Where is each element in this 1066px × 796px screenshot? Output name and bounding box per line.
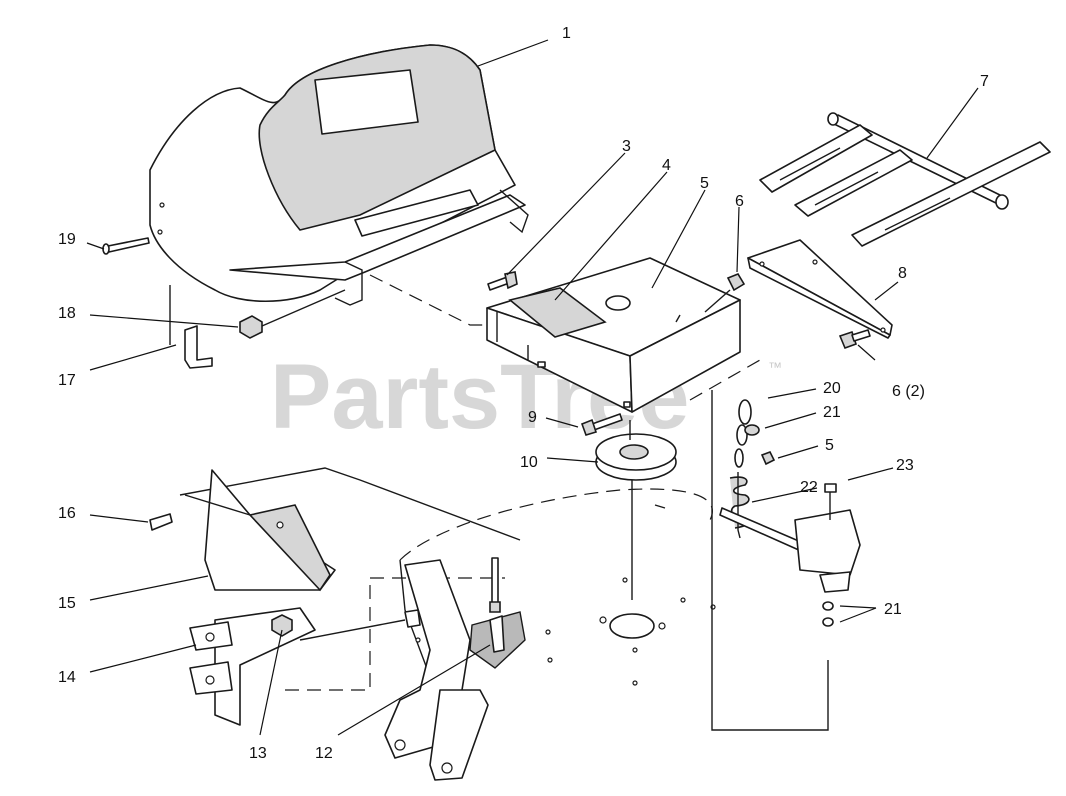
callout-21-lower: 21 [884, 601, 902, 618]
callout-6-pair: 6 (2) [892, 383, 925, 400]
bracket-8 [747, 239, 893, 339]
callout-1: 1 [562, 25, 571, 42]
screw-16 [149, 513, 173, 531]
callout-5-lower: 5 [825, 437, 834, 454]
callout-15: 15 [58, 595, 76, 612]
screw-6-top [704, 273, 746, 313]
callout-6-top: 6 [735, 193, 744, 210]
bolt-12-top [489, 557, 501, 613]
callout-8: 8 [898, 265, 907, 282]
callout-19: 19 [58, 231, 76, 248]
callout-10: 10 [520, 454, 538, 471]
nut-18 [239, 289, 346, 339]
screw-3 [487, 271, 518, 291]
callout-18: 18 [58, 305, 76, 322]
callout-7: 7 [980, 73, 989, 90]
pulley-10 [595, 420, 677, 600]
callout-20: 20 [823, 380, 841, 397]
callout-3: 3 [622, 138, 631, 155]
bolt-9 [580, 413, 623, 436]
callout-23: 23 [896, 457, 914, 474]
callout-17: 17 [58, 372, 76, 389]
callout-13: 13 [249, 745, 267, 762]
callout-9: 9 [528, 409, 537, 426]
bolt-19 [102, 237, 150, 255]
callout-16: 16 [58, 505, 76, 522]
callout-5-top: 5 [700, 175, 709, 192]
callout-22: 22 [800, 479, 818, 496]
nut-13 [271, 614, 293, 637]
screw-6-pair [838, 329, 871, 350]
leader-lines [86, 39, 979, 736]
bracket-12 [384, 559, 526, 781]
callout-labels: 1 3 4 5 6 7 8 6 (2) 9 10 20 21 5 23 22 2… [58, 25, 989, 762]
bracket-14 [189, 607, 421, 726]
callout-12: 12 [315, 745, 333, 762]
bracket-17 [184, 325, 213, 369]
callout-4: 4 [662, 157, 671, 174]
shield-15 [184, 469, 336, 592]
callout-14: 14 [58, 669, 76, 686]
control-box-5 [369, 257, 741, 413]
watermark-trademark: ™ [768, 359, 782, 375]
callout-21-top: 21 [823, 404, 841, 421]
bar-assembly-7 [759, 112, 1051, 247]
spring-assembly [689, 359, 861, 731]
seat-part [149, 44, 529, 345]
